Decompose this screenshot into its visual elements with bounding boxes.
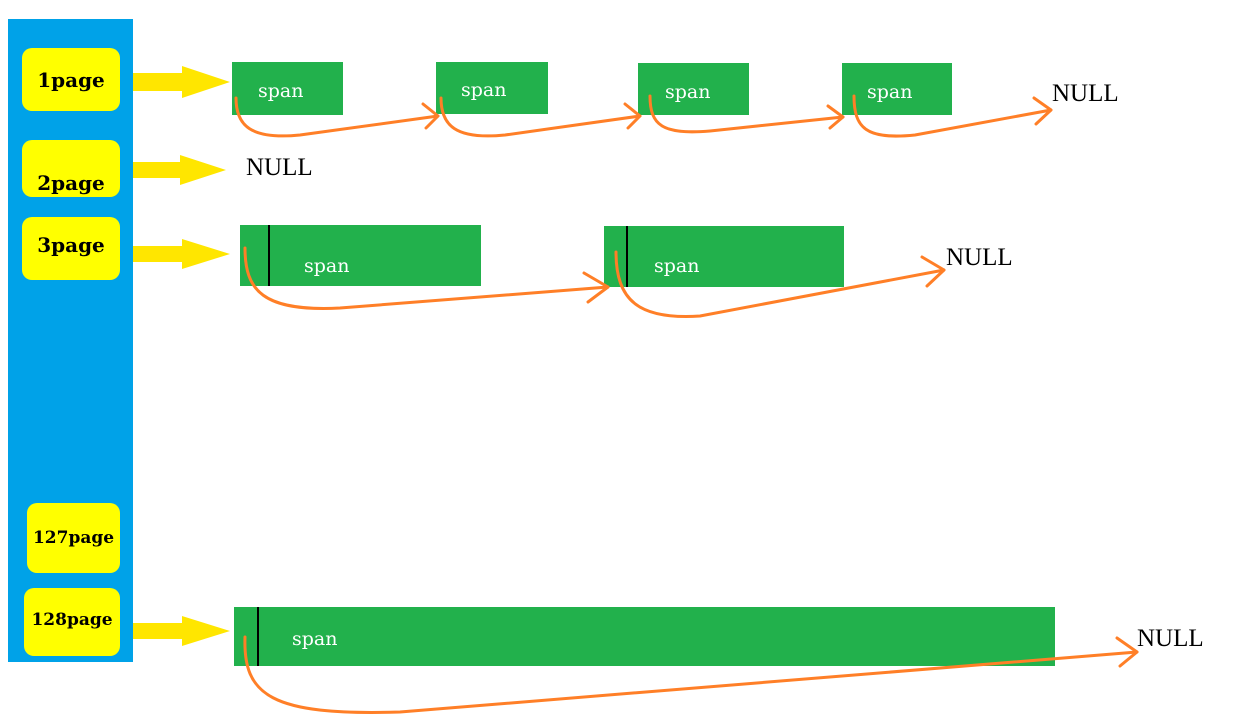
link-arrow	[826, 104, 845, 130]
link-arrow	[614, 250, 946, 318]
bucket-128page-label: 128page	[31, 610, 113, 630]
link-arrow	[1115, 636, 1139, 668]
link-arrow	[852, 94, 1053, 138]
link-arrow	[439, 96, 642, 138]
bucket-127page-label: 127page	[32, 528, 115, 548]
span-128page-1: span	[234, 607, 1055, 666]
span-label: span	[258, 80, 304, 102]
link-arrow	[421, 102, 440, 130]
bucket-arrow-2page	[133, 155, 226, 185]
null-row3: NULL	[946, 244, 1013, 271]
span-divider	[268, 225, 270, 286]
bucket-2page-label: 2page	[37, 171, 105, 195]
bucket-arrow-1page	[133, 66, 230, 98]
span-3page-2: span	[604, 226, 844, 287]
span-label: span	[461, 79, 507, 101]
link-arrow	[1032, 96, 1053, 126]
bucket-arrow-128page	[133, 616, 230, 646]
bucket-127page: 127page	[27, 503, 120, 573]
null-row128: NULL	[1137, 625, 1204, 652]
span-label: span	[654, 255, 700, 277]
span-1page-3: span	[638, 63, 749, 115]
link-arrows	[234, 94, 1139, 714]
link-arrow	[243, 246, 610, 310]
span-1page-4: span	[842, 63, 952, 115]
bucket-2page: 2page	[22, 140, 120, 197]
link-arrow	[623, 102, 642, 130]
link-arrow	[920, 255, 946, 288]
span-label: span	[292, 628, 338, 650]
link-arrow	[582, 271, 610, 304]
bucket-3page-label: 3page	[37, 233, 105, 257]
bucket-3page: 3page	[22, 217, 120, 280]
bucket-arrows	[133, 66, 230, 646]
span-1page-2: span	[436, 62, 548, 114]
link-arrow	[243, 635, 1139, 714]
span-1page-1: span	[232, 62, 343, 115]
span-divider	[626, 226, 628, 287]
null-row2: NULL	[246, 154, 313, 181]
span-label: span	[665, 81, 711, 103]
bucket-128page: 128page	[24, 588, 120, 656]
bucket-1page-label: 1page	[37, 67, 105, 92]
span-divider	[257, 607, 259, 666]
span-3page-1: span	[240, 225, 481, 286]
link-arrow	[234, 96, 440, 138]
link-arrow	[648, 94, 845, 134]
span-label: span	[867, 81, 913, 103]
null-row1: NULL	[1052, 80, 1119, 107]
bucket-1page: 1page	[22, 48, 120, 111]
span-label: span	[304, 255, 350, 277]
bucket-arrow-3page	[133, 239, 230, 269]
